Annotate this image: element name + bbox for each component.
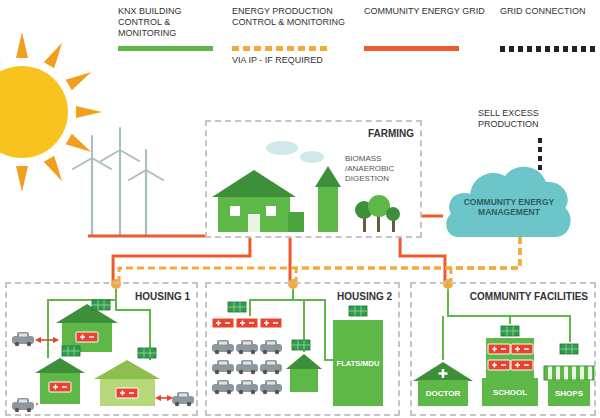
energy-management-cloud: COMMUNITY ENERGY MANAGEMENT [443,162,575,237]
node-note: BIOMASS /ANAEROBIC DIGESTION [345,154,417,184]
node-heading: COMMUNITY ENERGY MANAGEMENT [459,197,559,217]
legend-swatch [364,46,459,51]
doctor-building: DOCTOR [418,380,468,406]
legend-text: GRID CONNECTION [500,6,595,17]
node-heading: SHOPS [555,389,583,398]
shop-building: SHOPS [548,380,590,406]
farming-region: FARMING BIOMASS /ANAEROBIC DIGESTION [205,120,422,238]
legend-text: ENERGY PRODUCTION CONTROL & MONITORING [232,6,358,28]
grid-line [400,238,445,282]
control-line [119,237,520,282]
grid-connection-line [538,138,542,174]
facilities-region: COMMUNITY FACILITIES DOCTOR SCHOOL SHOPS [410,282,596,416]
node-heading: FLATS/MDU [337,359,380,368]
node-heading: SCHOOL [493,388,527,397]
wind-turbines [73,128,163,236]
grid-line [422,215,443,218]
control-line [451,237,520,282]
node-heading: DOCTOR [426,389,461,398]
note-label: VIA IP - IF REQUIRED [232,55,358,66]
legend-swatch [118,46,213,51]
legend-swatch [232,46,327,51]
facilities-illustration [413,289,594,381]
housing-1-illustration [12,289,194,412]
sun [0,32,102,192]
node-heading: HOUSING 2 [337,291,392,302]
legend-text: KNX BUILDING CONTROL & MONITORING [118,6,226,39]
grid-wire [88,235,205,238]
grid-line [113,238,250,282]
node-heading: HOUSING 1 [135,291,190,302]
flats-building: FLATS/MDU [333,320,383,406]
housing-region: HOUSING 1 [5,282,198,416]
control-line [296,237,520,282]
school-building: SCHOOL [482,378,538,406]
housing-region: HOUSING 2 FLATS/MDU [205,282,400,416]
node-heading: COMMUNITY FACILITIES [470,291,588,302]
legend-text: COMMUNITY ENERGY GRID [364,6,488,17]
grid-line [289,238,292,282]
legend-swatch [500,46,595,52]
node-heading: FARMING [368,128,414,139]
note-label: SELL EXCESS PRODUCTION [478,108,560,130]
